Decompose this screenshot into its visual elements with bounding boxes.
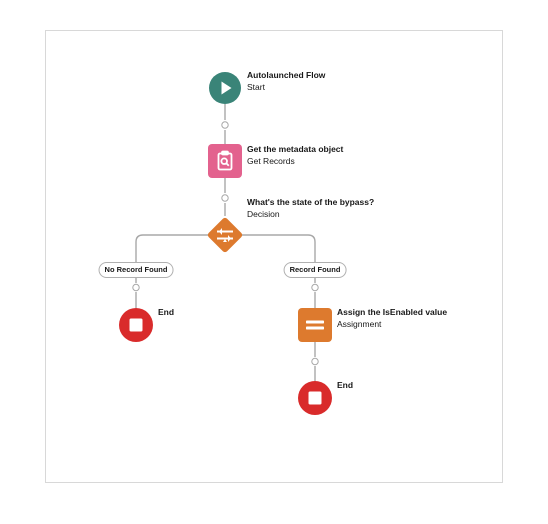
start-node[interactable] [209, 72, 241, 104]
start-subtitle: Start [247, 82, 265, 92]
get-records-label: Get the metadata object Get Records [247, 144, 343, 167]
start-label: Autolaunched Flow Start [247, 70, 325, 93]
decision-label: What's the state of the bypass? Decision [247, 197, 374, 220]
assignment-node[interactable] [298, 308, 332, 342]
connector-dot [221, 121, 229, 129]
end-right-label: End [337, 380, 353, 391]
branch-no-record-found[interactable]: No Record Found [98, 262, 174, 278]
end-left-label: End [158, 307, 174, 318]
end-node-right[interactable] [298, 381, 332, 415]
connector-dot [311, 283, 319, 292]
connector-dot [221, 194, 229, 202]
assignment-subtitle: Assignment [337, 319, 382, 329]
end-node-left[interactable] [119, 308, 153, 342]
end-left-title: End [158, 307, 175, 317]
end-right-title: End [337, 380, 354, 390]
decision-title: What's the state of the bypass? [247, 197, 375, 207]
start-title: Autolaunched Flow [247, 70, 326, 80]
assignment-title: Assign the IsEnabled value [337, 307, 448, 317]
decision-node[interactable] [204, 214, 246, 256]
get-records-subtitle: Get Records [247, 156, 295, 166]
assignment-label: Assign the IsEnabled value Assignment [337, 307, 447, 330]
stop-icon [308, 391, 322, 405]
get-records-title: Get the metadata object [247, 144, 344, 154]
connector-dot [132, 283, 140, 292]
get-records-node[interactable] [208, 144, 242, 178]
connector-dot [311, 357, 319, 366]
decision-icon [217, 228, 233, 242]
decision-subtitle: Decision [247, 209, 280, 219]
record-lookup-icon [217, 150, 233, 171]
flow-canvas [45, 30, 503, 483]
branch-record-found[interactable]: Record Found [283, 262, 347, 278]
stop-icon [129, 318, 143, 332]
assignment-icon [306, 320, 324, 330]
play-icon [221, 81, 232, 95]
